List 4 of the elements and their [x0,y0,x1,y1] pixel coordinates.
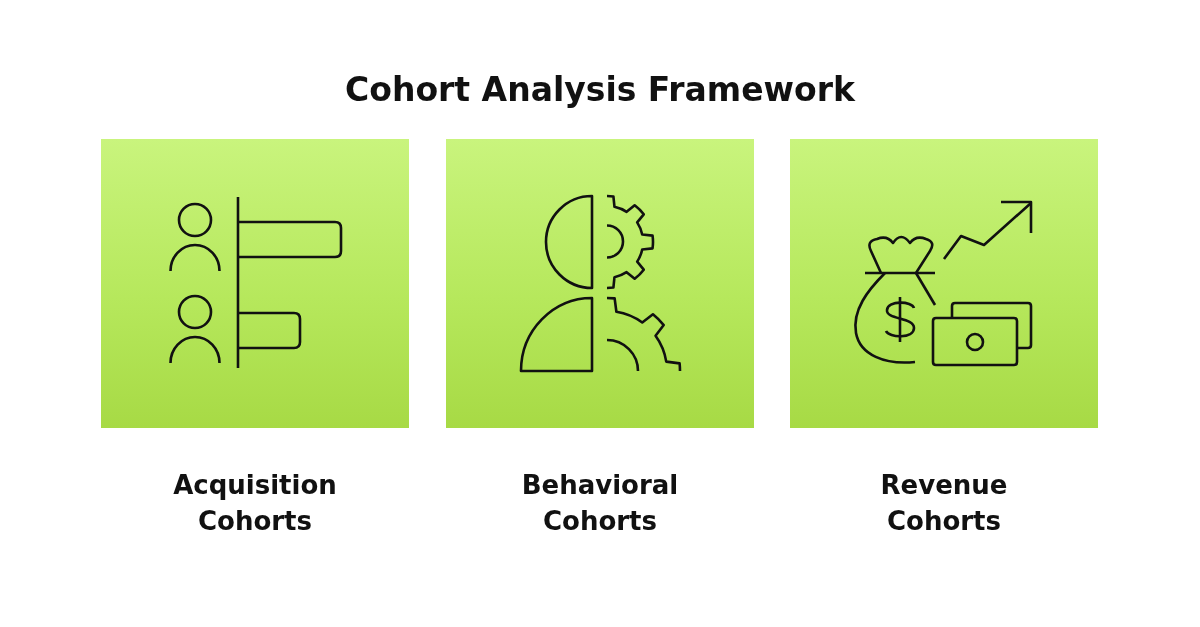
tile-label: Acquisition Cohorts [172,469,338,538]
diagram-title: Cohort Analysis Framework [345,69,855,111]
tile-label: Behavioral Cohorts [520,469,680,538]
tile-label: Revenue Cohorts [879,469,1009,538]
